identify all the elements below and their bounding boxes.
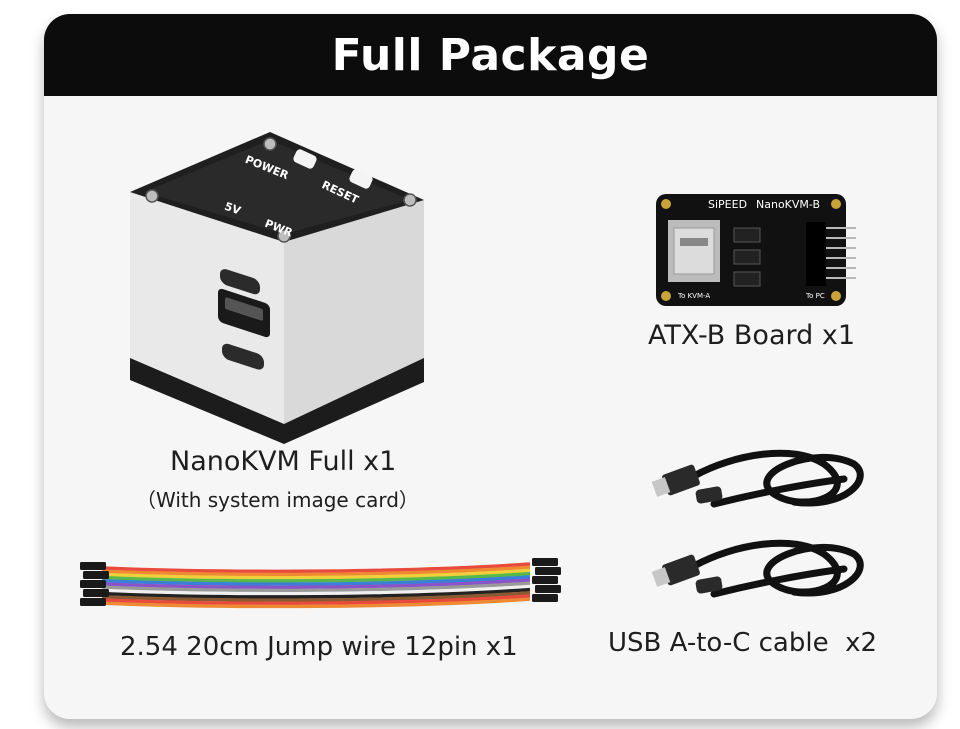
atx-left-label: To KVM-A xyxy=(677,292,710,300)
nanokvm-device-image: POWER RESET 5V PWR xyxy=(130,132,424,444)
jump-wire-label: 2.54 20cm Jump wire 12pin x1 xyxy=(120,632,518,662)
wire-strand xyxy=(101,594,531,605)
atx-right-label: To PC xyxy=(805,292,825,300)
nanokvm-note: （With system image card） xyxy=(136,488,419,512)
wire-connector xyxy=(535,567,561,575)
wire-connector xyxy=(532,558,558,566)
wire-strand xyxy=(101,568,531,580)
wire-strand xyxy=(101,562,531,573)
wire-connector xyxy=(535,585,561,593)
wire-connector xyxy=(80,598,106,606)
usb-cable-image-2 xyxy=(651,539,864,598)
wire-connector xyxy=(532,594,558,602)
wire-strand xyxy=(101,591,531,602)
wire-strand xyxy=(101,578,531,589)
jump-wire-image xyxy=(80,558,561,609)
usb-cable-image-1 xyxy=(651,449,864,508)
wire-connector xyxy=(532,576,558,584)
wire-strand xyxy=(101,597,531,609)
page-title: Full Package xyxy=(44,14,937,96)
usb-cable-label: USB A-to-C cable x2 xyxy=(608,628,878,658)
atx-model: NanoKVM-B xyxy=(756,198,820,211)
wire-connector xyxy=(83,589,109,597)
wire-strand xyxy=(101,581,531,593)
nanokvm-label: NanoKVM Full x1 xyxy=(170,446,397,477)
atx-brand: SiPEED xyxy=(708,198,747,211)
wire-connector xyxy=(80,562,106,570)
package-card: Full Package POWER RESET 5V PWR NanoKVM … xyxy=(44,14,937,719)
wire-strand xyxy=(101,587,531,599)
wire-strand xyxy=(101,571,531,583)
wire-connector xyxy=(83,571,109,579)
wire-connector xyxy=(80,580,106,588)
wire-strand xyxy=(101,565,531,577)
atx-board-label: ATX-B Board x1 xyxy=(648,320,855,351)
wire-strand xyxy=(101,575,531,586)
atx-board-image: SiPEED NanoKVM-B To KVM-A To PC xyxy=(656,194,856,306)
wire-strand xyxy=(101,584,531,596)
five-v-label: 5V xyxy=(223,200,243,218)
